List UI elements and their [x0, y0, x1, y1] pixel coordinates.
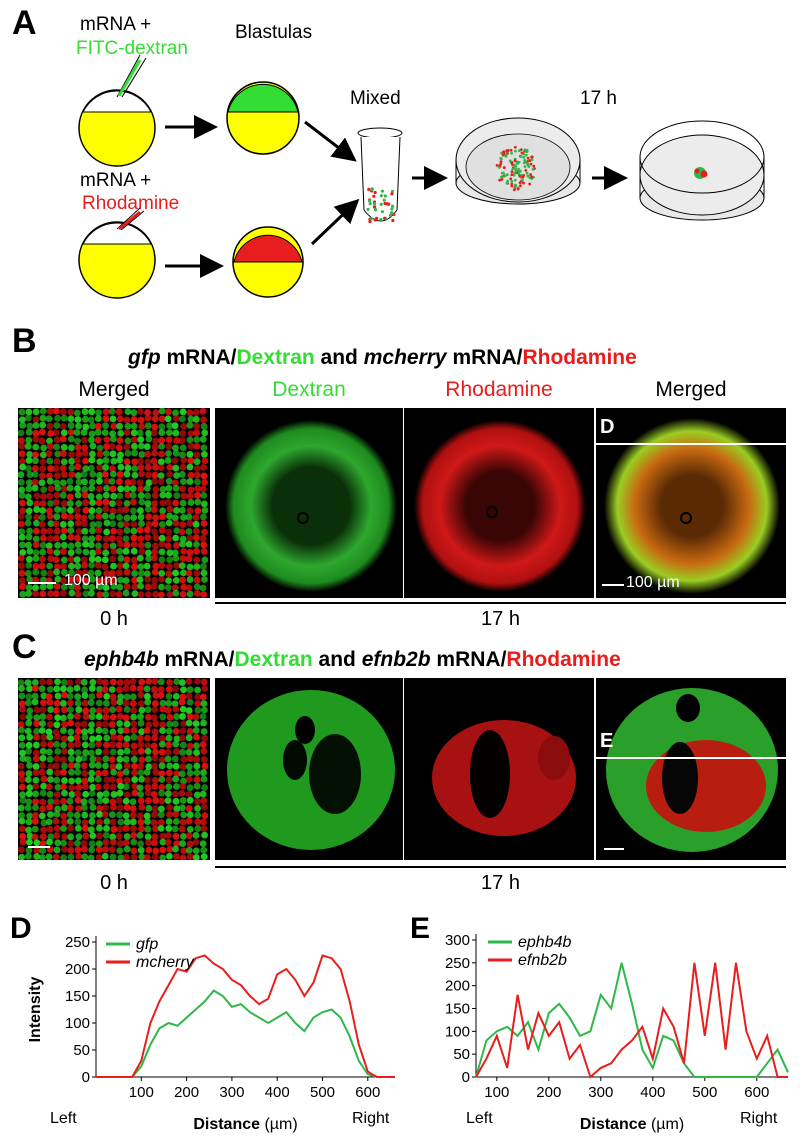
x-tick-label: 600: [744, 1084, 769, 1101]
y-tick-label: 0: [462, 1069, 470, 1086]
y-tick-label: 150: [445, 1001, 470, 1018]
blastulas-label: Blastulas: [235, 22, 313, 43]
x-tick-label: 200: [174, 1084, 199, 1101]
micrograph-b-dextran: [215, 408, 403, 598]
series-line-mcherry: [96, 954, 395, 1078]
x-axis-label: Distance (µm): [193, 1116, 297, 1133]
time-label-b-0h: 0 h: [100, 608, 128, 630]
y-tick-label: 0: [82, 1069, 90, 1086]
egg-top: [78, 54, 156, 167]
micrograph-b-0h: 100 µm: [18, 408, 210, 598]
legend-label-efnb2b: efnb2b: [518, 952, 567, 969]
y-tick-label: 200: [65, 961, 90, 978]
time-bracket-b: [215, 602, 786, 604]
line-label-e: E: [600, 730, 614, 752]
scalebar-label-b-17h: 100 µm: [626, 574, 680, 591]
time-17h-label: 17 h: [580, 88, 617, 109]
blastula-green: [226, 81, 300, 155]
panel-label-e: E: [410, 912, 430, 945]
mixed-label: Mixed: [350, 88, 401, 109]
micrograph-c-rhodamine: [404, 678, 594, 860]
x-tick-label: 500: [310, 1084, 335, 1101]
x-tick-label: 600: [355, 1084, 380, 1101]
petri-dish-2: [639, 120, 765, 221]
mrna-plus-label-2: mRNA +: [80, 170, 152, 191]
x-tick-label: 300: [219, 1084, 244, 1101]
x-tick-label: 300: [588, 1084, 613, 1101]
y-axis-label: Intensity: [27, 977, 44, 1043]
right-label: Right: [740, 1110, 778, 1127]
panel-a-schematic: [78, 54, 765, 299]
time-label-c-0h: 0 h: [100, 872, 128, 894]
y-tick-label: 100: [65, 1015, 90, 1032]
x-tick-label: 400: [265, 1084, 290, 1101]
x-tick-label: 500: [692, 1084, 717, 1101]
panel-label-d: D: [10, 912, 32, 945]
y-tick-label: 50: [73, 1042, 90, 1059]
time-label-b-17h: 17 h: [481, 608, 520, 630]
panel-label-c: C: [12, 628, 37, 666]
col-head-merged-17h: Merged: [655, 378, 727, 401]
y-tick-label: 50: [453, 1046, 470, 1063]
y-tick-label: 200: [445, 978, 470, 995]
panel-label-b: B: [12, 322, 37, 360]
legend-label-ephb4b: ephb4b: [518, 934, 571, 951]
panel-b-title: gfp mRNA/Dextran and mcherry mRNA/Rhodam…: [128, 346, 637, 369]
series-line-efnb2b: [475, 962, 788, 1079]
x-tick-label: 200: [536, 1084, 561, 1101]
x-axis-label: Distance (µm): [580, 1116, 684, 1133]
left-label: Left: [50, 1110, 77, 1127]
y-tick-label: 250: [65, 934, 90, 951]
micrograph-b-rhodamine: [404, 408, 594, 598]
panel-c-title: ephb4b mRNA/Dextran and efnb2b mRNA/Rhod…: [84, 648, 621, 671]
y-tick-label: 100: [445, 1023, 470, 1040]
legend-label-gfp: gfp: [136, 936, 158, 953]
line-label-d: D: [600, 416, 615, 438]
col-head-rhodamine: Rhodamine: [445, 378, 553, 401]
micrograph-b-merged: D 100 µm: [596, 408, 786, 598]
legend-label-mcherry: mcherry: [136, 954, 195, 971]
time-bracket-c: [215, 866, 786, 868]
scalebar-label-b-0h: 100 µm: [64, 572, 118, 589]
fitc-dextran-label: FITC-dextran: [76, 38, 188, 59]
y-tick-label: 250: [445, 955, 470, 972]
right-label: Right: [352, 1110, 390, 1127]
time-label-c-17h: 17 h: [481, 872, 520, 894]
col-head-merged-0h: Merged: [78, 378, 150, 401]
micrograph-c-merged: E: [596, 678, 786, 860]
petri-dish-1: [455, 117, 581, 205]
left-label: Left: [466, 1110, 493, 1127]
x-tick-label: 400: [640, 1084, 665, 1101]
micrograph-c-dextran: [215, 678, 403, 860]
panel-label-a: A: [12, 4, 37, 42]
mrna-plus-label-1: mRNA +: [80, 14, 152, 35]
col-head-dextran: Dextran: [272, 378, 346, 401]
micrograph-c-0h: [18, 678, 210, 860]
mixing-tube: [357, 127, 403, 224]
x-tick-label: 100: [129, 1084, 154, 1101]
chart-d: D 0 50 100 150 200 250 100 200 300 400 500 600 gfpmch…: [10, 912, 395, 1133]
blastula-red: [232, 226, 304, 298]
series-line-gfp: [96, 989, 395, 1078]
x-tick-label: 100: [484, 1084, 509, 1101]
y-tick-label: 150: [65, 988, 90, 1005]
y-tick-label: 300: [445, 932, 470, 949]
rhodamine-label: Rhodamine: [82, 193, 180, 214]
egg-bottom: [78, 207, 156, 299]
series-line-ephb4b: [475, 962, 789, 1078]
chart-e: E 0 50 100 150 200 250 300 100 200 300 400 500 600 eph…: [410, 912, 789, 1133]
